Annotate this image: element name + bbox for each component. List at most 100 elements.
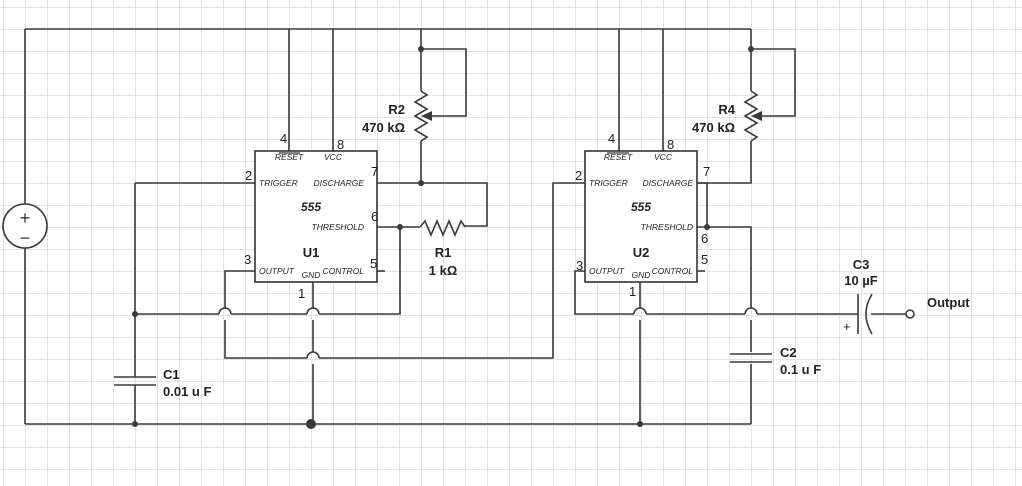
ic-u2[interactable]: RESET VCC TRIGGER DISCHARGE 555 THRESHOL… (575, 131, 710, 299)
u2-power-drops (618, 29, 664, 151)
u2-ref: U2 (633, 245, 650, 260)
r4-value: 470 kΩ (692, 120, 735, 135)
u1-pin-threshold: THRESHOLD (312, 222, 364, 232)
r2-value: 470 kΩ (362, 120, 405, 135)
u2-pin-output: OUTPUT (589, 266, 625, 276)
c1-ref: C1 (163, 367, 180, 382)
u1-pin-discharge: DISCHARGE (313, 178, 364, 188)
hop (633, 307, 647, 315)
resistor-r1[interactable]: R1 1 kΩ (419, 218, 466, 278)
u1-pin-control: CONTROL (322, 266, 364, 276)
u1-pin-trigger: TRIGGER (259, 178, 298, 188)
u2-pin-vcc: VCC (654, 152, 673, 162)
u2-pin-threshold: THRESHOLD (641, 222, 693, 232)
source-minus: − (20, 228, 31, 248)
capacitor-c2[interactable]: C2 0.1 u F (730, 345, 821, 377)
u2-output-wire (574, 270, 838, 315)
u2-pin-reset: RESET (604, 152, 633, 162)
u1-pinnum-8: 8 (337, 137, 344, 152)
u1-trigger-c1-wire (134, 182, 255, 424)
r1-value: 1 kΩ (429, 263, 458, 278)
output-terminal[interactable]: Output (905, 295, 970, 319)
u1-pin-vcc: VCC (324, 152, 343, 162)
u1-pinnum-3: 3 (244, 252, 251, 267)
u1-type: 555 (301, 200, 321, 214)
r4-leads (697, 29, 752, 184)
c2-plates (730, 353, 772, 363)
r1-ref: R1 (435, 245, 452, 260)
u2-discharge-threshold-wire (697, 182, 708, 228)
junction-dot (132, 311, 138, 317)
c1-plates (114, 376, 156, 386)
c1-value: 0.01 u F (163, 384, 211, 399)
u1-pinnum-4: 4 (280, 131, 287, 146)
junction-dot (637, 421, 643, 427)
u2-pinnum-5: 5 (701, 252, 708, 267)
u1-power-drops (288, 29, 334, 151)
source-plus: + (20, 208, 31, 228)
u1-threshold-trigger-net (135, 227, 401, 315)
u2-pin-trigger: TRIGGER (589, 178, 628, 188)
u1-pin-reset: RESET (275, 152, 304, 162)
c3-value: 10 µF (844, 273, 878, 288)
c3-polarity: + (843, 319, 851, 334)
u2-type: 555 (631, 200, 651, 214)
c3-ref: C3 (853, 257, 870, 272)
junctions (132, 46, 754, 429)
c2-value: 0.1 u F (780, 362, 821, 377)
junction-dot (306, 419, 316, 429)
hop (744, 307, 758, 315)
junction-dot (748, 46, 754, 52)
u2-pin-discharge: DISCHARGE (642, 178, 693, 188)
u2-threshold-c2-wire (707, 226, 752, 352)
u1-pinnum-2: 2 (245, 168, 252, 183)
junction-dot (397, 224, 403, 230)
u1-discharge-wire (377, 182, 488, 227)
capacitor-c1[interactable]: C1 0.01 u F (114, 367, 211, 399)
c3-curved-plate (865, 293, 873, 335)
r4-wiper-loop (751, 48, 796, 117)
u2-pinnum-3: 3 (576, 258, 583, 273)
u1-pinnum-5: 5 (370, 256, 377, 271)
u2-pinnum-6: 6 (701, 231, 708, 246)
u2-pinnum-1: 1 (629, 284, 636, 299)
junction-dot (132, 421, 138, 427)
junction-dot (418, 180, 424, 186)
u1-pin-output: OUTPUT (259, 266, 295, 276)
u2-pin-control: CONTROL (651, 266, 693, 276)
u2-pinnum-4: 4 (608, 131, 615, 146)
u1-pinnum-6: 6 (371, 209, 378, 224)
capacitor-c3[interactable]: + C3 10 µF (838, 257, 878, 335)
u2-pinnum-8: 8 (667, 137, 674, 152)
u1-output-to-u2-trigger (224, 182, 585, 359)
r2-wiper-arrow (421, 111, 432, 121)
u1-pinnum-1: 1 (298, 286, 305, 301)
u1-ref: U1 (303, 245, 320, 260)
ic-u1-body (254, 150, 378, 283)
r2-ref: R2 (388, 102, 405, 117)
r4-wiper-arrow (751, 111, 762, 121)
u2-pinnum-7: 7 (703, 164, 710, 179)
u2-pinnum-2: 2 (575, 168, 582, 183)
u1-pin-gnd: GND (302, 270, 321, 280)
ic-u2-body (584, 150, 698, 283)
junction-dot (704, 224, 710, 230)
ic-u1[interactable]: RESET VCC TRIGGER DISCHARGE 555 THRESHOL… (244, 131, 385, 301)
u2-pin-gnd: GND (632, 270, 651, 280)
output-label: Output (927, 295, 970, 310)
r2-wiper-loop (421, 48, 467, 117)
potentiometer-r4[interactable]: R4 470 kΩ (692, 90, 762, 142)
r2-zigzag (413, 90, 429, 142)
r4-ref: R4 (718, 102, 735, 117)
potentiometer-r2[interactable]: R2 470 kΩ (362, 90, 432, 142)
hop (306, 307, 320, 315)
r4-zigzag (743, 90, 759, 142)
wire-hops (218, 307, 758, 359)
output-terminal-circle (905, 309, 915, 319)
hop (306, 351, 320, 359)
junction-dot (418, 46, 424, 52)
source-circle (2, 203, 48, 249)
r1-zigzag (419, 218, 466, 238)
voltage-source: + − (2, 203, 48, 249)
u1-pinnum-7: 7 (371, 164, 378, 179)
